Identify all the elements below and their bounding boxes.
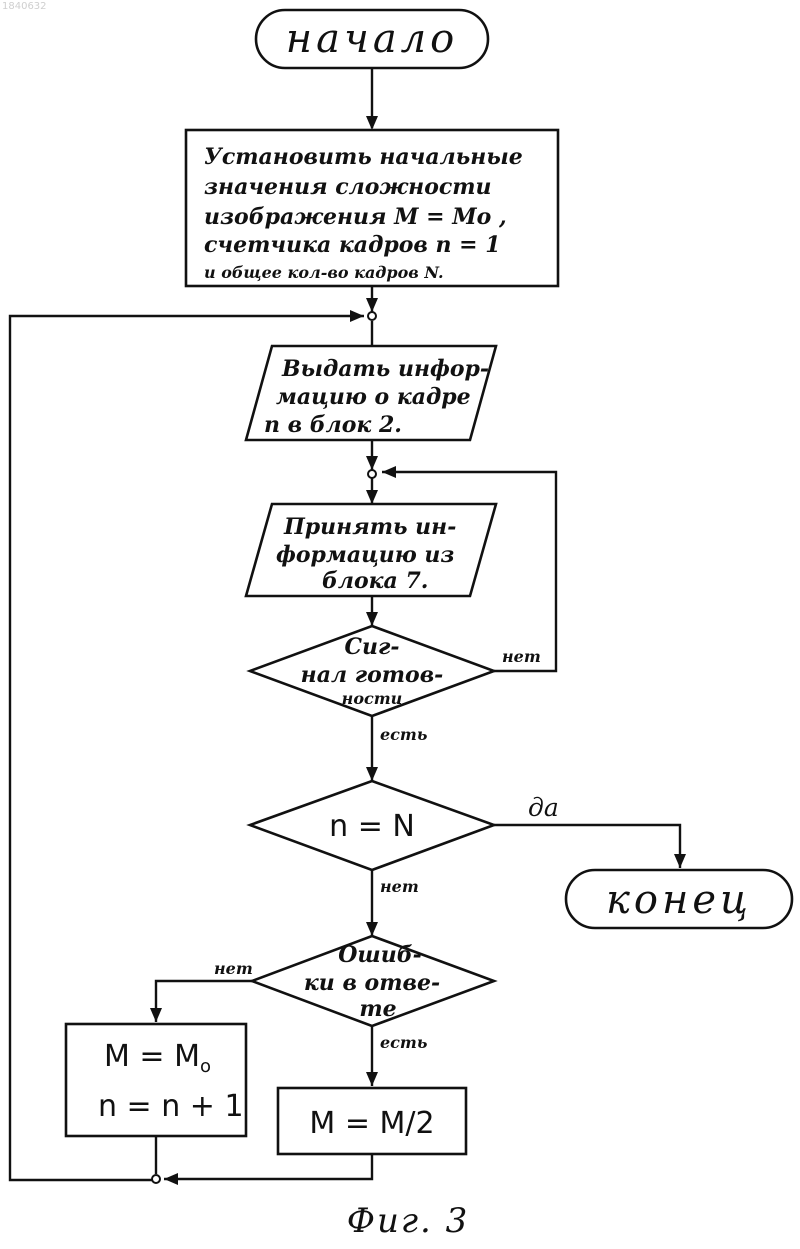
error-line-3: те <box>359 996 396 1022</box>
start-label: начало <box>286 16 458 62</box>
arrowhead <box>150 1008 162 1022</box>
error-yes-label: есть <box>380 1033 427 1052</box>
halve-label: M = M/2 <box>309 1106 434 1141</box>
init-line-5: и общее кол-во кадров N. <box>204 263 444 282</box>
count-no-label: нет <box>380 877 419 896</box>
reset-process-block: M = Mo n = n + 1 <box>66 1024 246 1136</box>
input-line-3: блока 7. <box>322 568 428 594</box>
init-line-2: значения сложности <box>204 174 492 200</box>
error-line-2: ки в отве- <box>304 970 440 996</box>
ready-signal-decision: Сиг- нал готов- ности нет есть <box>250 626 541 744</box>
ready-yes-label: есть <box>380 725 427 744</box>
line-error-no-to-reset <box>156 981 252 1022</box>
arrowhead <box>350 310 364 322</box>
reset-line-1-subscript: o <box>200 1056 211 1077</box>
output-line-2: мацию о кадре <box>276 384 471 410</box>
error-no-label: нет <box>214 959 253 978</box>
end-label: конец <box>606 877 752 923</box>
init-line-1: Установить начальные <box>204 144 523 170</box>
init-line-3: изображения M = Mo , <box>204 204 507 230</box>
output-io-block: Выдать инфор- мацию о кадре n в блок 2. <box>246 346 496 440</box>
input-line-1: Принять ин- <box>283 514 456 540</box>
line-halve-to-merge3 <box>164 1154 372 1179</box>
arrowhead <box>366 116 378 130</box>
error-decision: Ошиб- ки в отве- те нет есть <box>214 936 494 1052</box>
junction-node <box>152 1175 160 1183</box>
arrowhead <box>366 1072 378 1086</box>
error-line-1: Ошиб- <box>338 942 421 968</box>
output-line-3: n в блок 2. <box>264 412 402 438</box>
ready-line-1: Сиг- <box>344 634 399 660</box>
arrowhead <box>366 298 378 312</box>
arrowhead <box>366 490 378 504</box>
arrowhead <box>366 922 378 936</box>
init-process-block: Установить начальные значения сложности … <box>186 130 558 286</box>
arrowhead <box>164 1173 178 1185</box>
init-line-4: счетчика кадров n = 1 <box>204 232 501 258</box>
ready-line-2: нал готов- <box>301 662 444 688</box>
ready-no-label: нет <box>502 647 541 666</box>
count-yes-label: да <box>528 793 559 822</box>
start-terminal: начало <box>256 10 488 68</box>
arrowhead <box>366 456 378 470</box>
end-terminal: конец <box>566 870 792 928</box>
junction-node <box>368 312 376 320</box>
junction-node <box>368 470 376 478</box>
output-line-1: Выдать инфор- <box>281 356 489 382</box>
arrowhead <box>382 466 396 478</box>
figure-caption: Фиг. 3 <box>347 1201 470 1241</box>
arrowhead <box>366 612 378 626</box>
reset-line-2: n = n + 1 <box>98 1089 244 1124</box>
halve-process-block: M = M/2 <box>278 1088 466 1154</box>
ready-line-3: ности <box>342 689 403 708</box>
reset-line-1: M = Mo <box>104 1039 211 1077</box>
input-line-2: формацию из <box>276 542 454 568</box>
input-io-block: Принять ин- формацию из блока 7. <box>246 504 496 596</box>
arrowhead <box>366 767 378 781</box>
arrowhead <box>674 854 686 868</box>
count-decision: n = N да нет <box>250 781 559 896</box>
line-count-yes-to-end <box>494 825 680 868</box>
count-label: n = N <box>329 809 415 844</box>
